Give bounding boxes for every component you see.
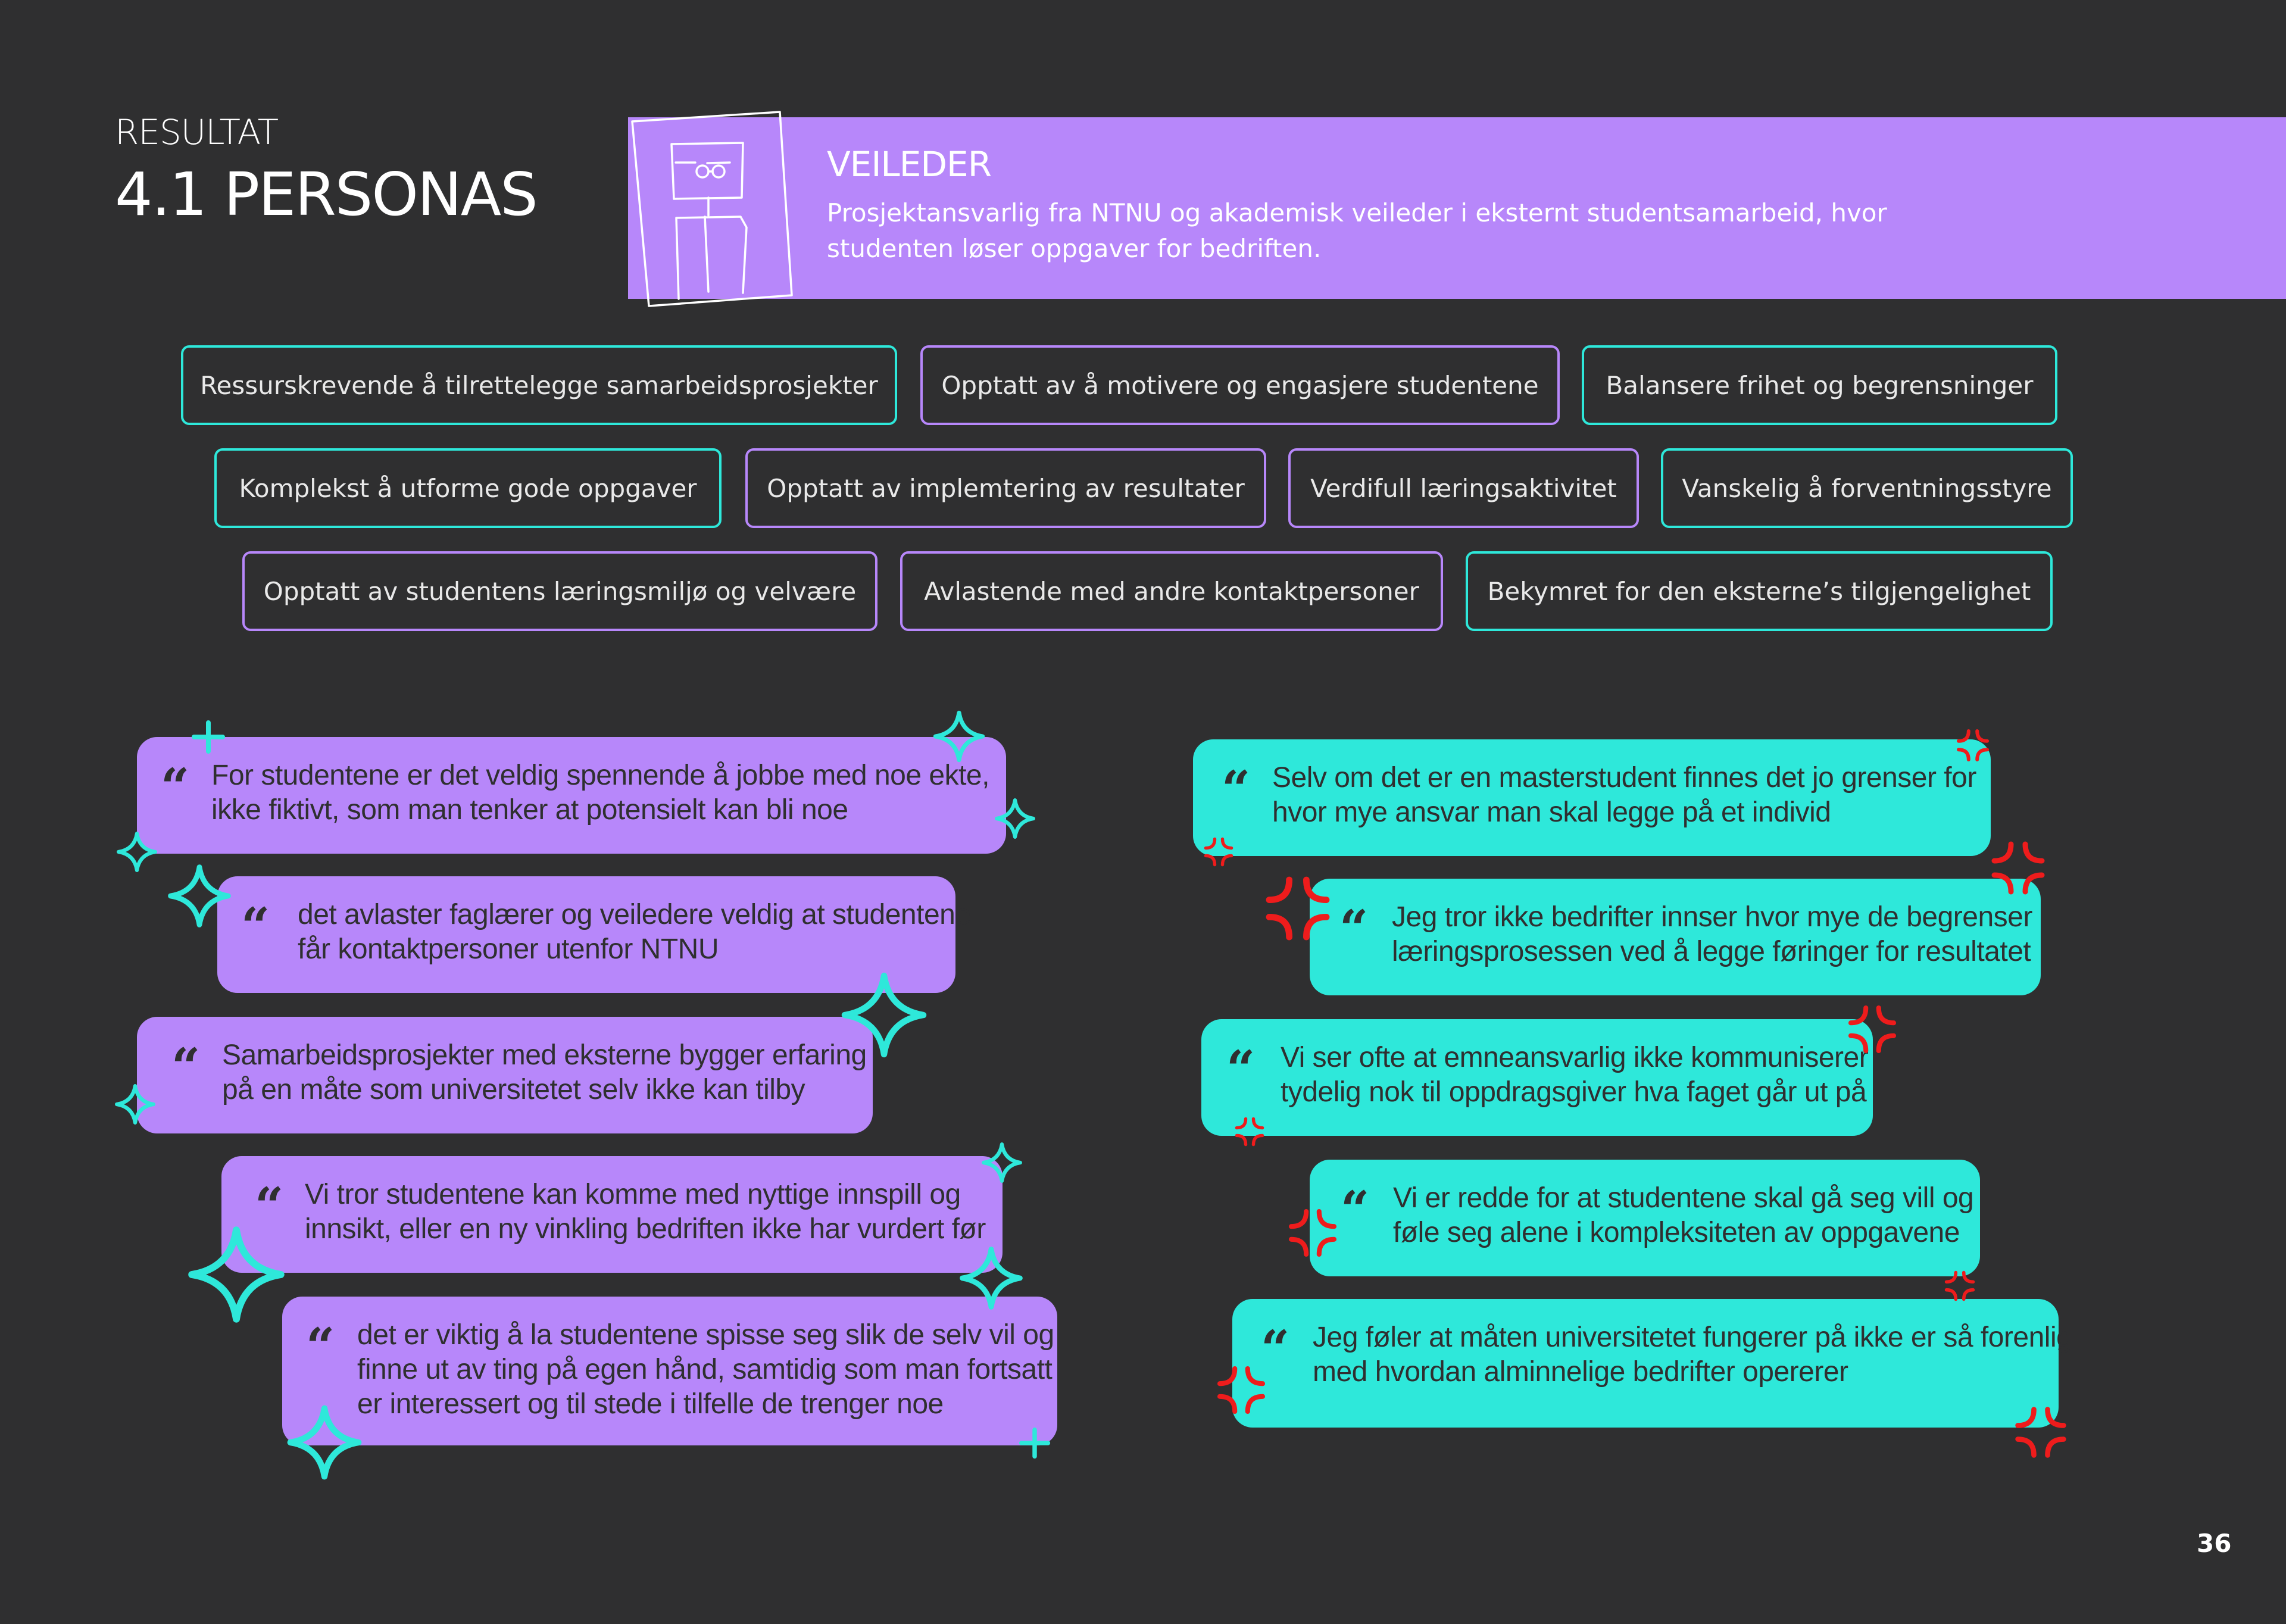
quote-line: på en måte som universitetet selv ikke k… xyxy=(222,1074,805,1105)
quote-line: Samarbeidsprosjekter med eksterne bygger… xyxy=(222,1039,867,1071)
quote-line: For studentene er det veldig spennende å… xyxy=(211,760,989,791)
quote-line: det er viktig å la studentene spisse seg… xyxy=(357,1319,1054,1351)
quote-card: “ det er viktig å la studentene spisse s… xyxy=(282,1297,1057,1445)
tag-avlastende: Avlastende med andre kontaktpersoner xyxy=(900,551,1443,631)
page-title: 4.1 PERSONAS xyxy=(115,160,538,229)
professor-sketch-icon xyxy=(631,111,793,307)
persona-name: VEILEDER xyxy=(827,144,992,185)
quote-line: Jeg tror ikke bedrifter innser hvor mye … xyxy=(1392,901,2032,933)
quote-line: det avlaster faglærer og veiledere veldi… xyxy=(298,899,971,930)
tag-forventningsstyre: Vanskelig å forventningsstyre xyxy=(1661,448,2073,528)
quote-line: er interessert og til stede i tilfelle d… xyxy=(357,1388,944,1420)
quote-line: får kontaktpersoner utenfor NTNU xyxy=(298,933,719,965)
tag-laeringsmiljo: Opptatt av studentens læringsmiljø og ve… xyxy=(242,551,877,631)
quote-card: “ Vi tror studentene kan komme med nytti… xyxy=(221,1156,1003,1273)
tag-verdifull: Verdifull læringsaktivitet xyxy=(1288,448,1639,528)
tag-ressurskrevende: Ressurskrevende å tilrettelegge samarbei… xyxy=(181,345,897,425)
quote-card: “ Jeg tror ikke bedrifter innser hvor my… xyxy=(1310,879,2041,995)
quote-line: Vi ser ofte at emneansvarlig ikke kommun… xyxy=(1281,1042,1869,1073)
quote-card: “ Jeg føler at måten universitetet funge… xyxy=(1232,1299,2072,1428)
persona-description: Prosjektansvarlig fra NTNU og akademisk … xyxy=(827,198,1887,263)
tag-bekymret: Bekymret for den eksterne’s tilgjengelig… xyxy=(1466,551,2053,631)
section-label: RESULTAT xyxy=(115,112,279,152)
quote-card: “ Selv om det er en masterstudent finnes… xyxy=(1193,739,1991,856)
quote-line: tydelig nok til oppdragsgiver hva faget … xyxy=(1281,1076,1867,1108)
quote-mark-icon: “ xyxy=(1226,1039,1256,1098)
quote-line: med hvordan alminnelige bedrifter operer… xyxy=(1313,1356,1848,1388)
quote-mark-icon: “ xyxy=(1341,1180,1370,1239)
quote-mark-icon: “ xyxy=(306,1317,335,1376)
quote-line: Jeg føler at måten universitetet fungere… xyxy=(1313,1322,2072,1353)
quote-line: Selv om det er en masterstudent finnes d… xyxy=(1272,762,1976,794)
quote-line: ikke fiktivt, som man tenker at potensie… xyxy=(211,794,848,826)
page-number: 36 xyxy=(2197,1529,2232,1558)
quote-line: finne ut av ting på egen hånd, samtidig … xyxy=(357,1354,1053,1385)
persona-banner xyxy=(628,117,2286,299)
quote-mark-icon: “ xyxy=(241,897,270,955)
quote-mark-icon: “ xyxy=(255,1176,284,1235)
quote-line: innsikt, eller en ny vinkling bedriften … xyxy=(305,1213,986,1245)
quote-mark-icon: “ xyxy=(171,1037,201,1096)
tag-balansere: Balansere frihet og begrensninger xyxy=(1582,345,2057,425)
quote-line: læringsprosessen ved å legge føringer fo… xyxy=(1392,936,2031,967)
quote-card: “ Vi ser ofte at emneansvarlig ikke komm… xyxy=(1201,1019,1873,1136)
quote-card: “ For studentene er det veldig spennende… xyxy=(137,737,1006,854)
quote-card: “ det avlaster faglærer og veiledere vel… xyxy=(217,876,971,993)
quote-mark-icon: “ xyxy=(1339,899,1369,958)
quote-line: Vi tror studentene kan komme med nyttige… xyxy=(305,1179,961,1210)
quote-line: Vi er redde for at studentene skal gå se… xyxy=(1393,1182,1974,1214)
quote-line: hvor mye ansvar man skal legge på et ind… xyxy=(1272,797,1831,828)
quote-mark-icon: “ xyxy=(1222,760,1251,819)
quote-card: “ Vi er redde for at studentene skal gå … xyxy=(1310,1160,1980,1276)
tag-komplekst: Komplekst å utforme gode oppgaver xyxy=(214,448,722,528)
quote-mark-icon: “ xyxy=(161,757,190,816)
quote-line: føle seg alene i kompleksiteten av oppga… xyxy=(1393,1217,1960,1248)
quote-card: “ Samarbeidsprosjekter med eksterne bygg… xyxy=(137,1017,873,1133)
tag-implementering: Opptatt av implemtering av resultater xyxy=(745,448,1266,528)
quote-mark-icon: “ xyxy=(1261,1319,1290,1378)
tag-motivere: Opptatt av å motivere og engasjere stude… xyxy=(920,345,1560,425)
